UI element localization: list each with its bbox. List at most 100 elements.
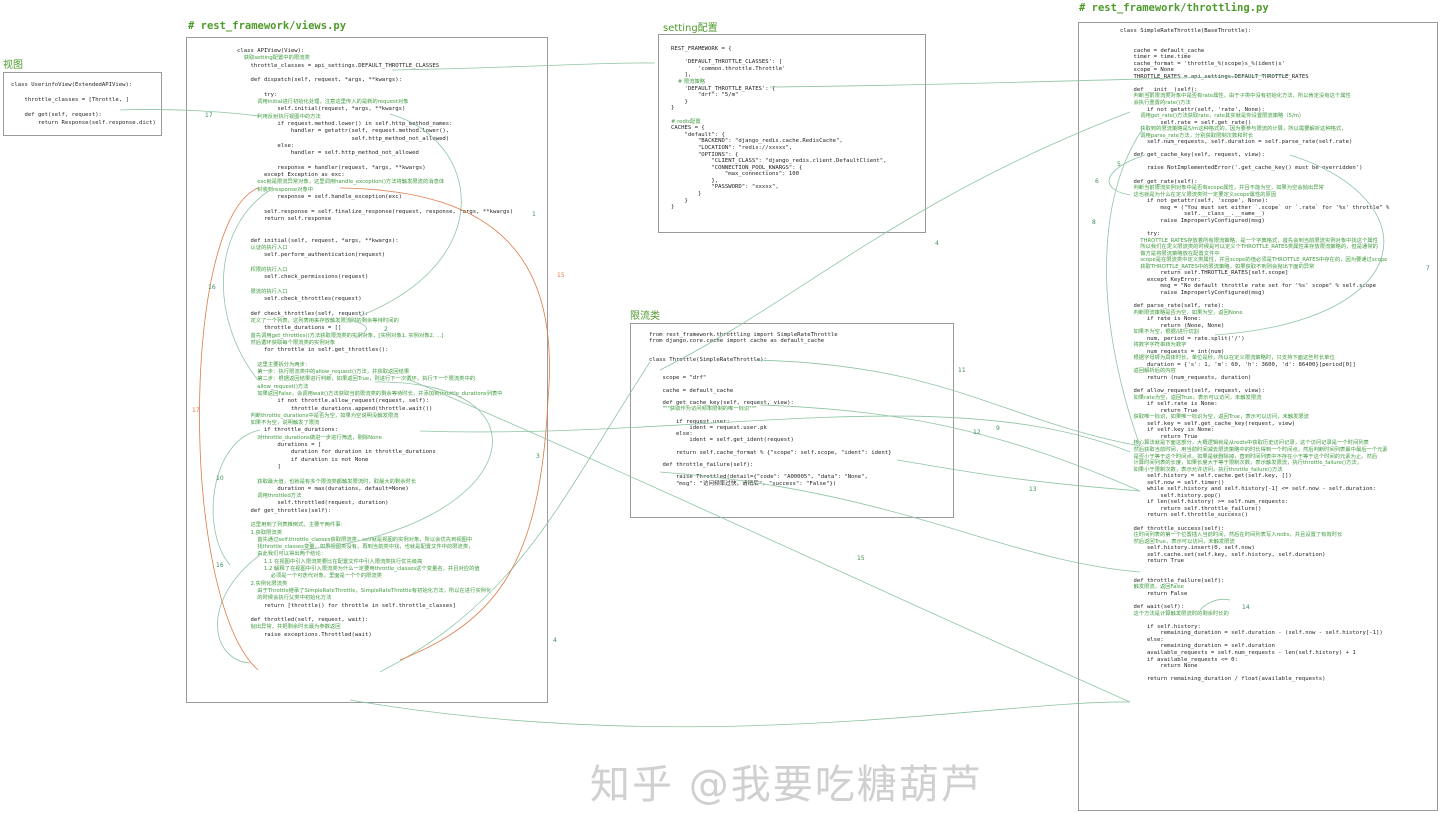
code-line: ] bbox=[237, 463, 281, 470]
comment-line: 做方是将限流策略放在配置文件中 bbox=[1120, 250, 1220, 257]
code-line: scope = "drf" bbox=[649, 375, 707, 382]
code-line: scope = None bbox=[1120, 67, 1174, 74]
code-line: return True bbox=[1120, 433, 1198, 440]
code-line: self.rate = self.get_rate() bbox=[1120, 119, 1252, 126]
code-line: self.check_throttles(request) bbox=[237, 296, 362, 303]
code-line: if duration is not None bbox=[237, 456, 369, 463]
code-line: } bbox=[671, 197, 688, 204]
code-line: REST_FRAMEWORK = { bbox=[671, 46, 732, 52]
code-line: self.http_method_not_allowed) bbox=[237, 135, 450, 142]
arrow-label: 14 bbox=[1242, 604, 1250, 611]
code-line: } bbox=[671, 105, 675, 112]
code-line: if len(self.history) >= self.num_request… bbox=[1120, 499, 1289, 506]
code-line: handler = getattr(self, request.method.l… bbox=[237, 128, 450, 135]
code-line: else: bbox=[1120, 636, 1164, 643]
code-line: if rate is None: bbox=[1120, 316, 1201, 323]
comment-line: 抛出异常，并把剩余时长最为参数返回 bbox=[237, 624, 341, 631]
code-line: self.num_requests, self.duration = self.… bbox=[1120, 139, 1353, 146]
code-line: "CLIENT_CLASS": "django_redis.client.Def… bbox=[671, 158, 887, 165]
code-line bbox=[237, 157, 513, 164]
code-line: num_requests = int(num) bbox=[1120, 348, 1225, 355]
comment-line: 1.1 在视图中引入限流类要比在配置文件中引入限流类执行优先级高 bbox=[237, 558, 423, 565]
arrow-label: 16 bbox=[216, 562, 224, 569]
comment-line: 1.获取限流类 bbox=[237, 529, 283, 536]
view-code: class UserinfoView(ExtendedAPIView): thr… bbox=[11, 82, 156, 128]
code-line bbox=[237, 223, 513, 230]
code-line: if throttle_durations: bbox=[237, 427, 339, 434]
comment-line: allow_request()方法 bbox=[237, 383, 309, 390]
comment-line: 获取setting配置中的限流类 bbox=[237, 55, 310, 62]
comment-line: 的时候会执行父类中初始化方法 bbox=[237, 595, 332, 602]
code-line bbox=[237, 354, 513, 361]
code-line: return Response(self.response.dict) bbox=[11, 119, 156, 126]
code-line: response = self.handle_exception(exc) bbox=[237, 193, 403, 200]
code-line: self.history = self.cache.get(self.key, … bbox=[1120, 473, 1292, 480]
arrow-label: 17 bbox=[192, 407, 200, 414]
code-line: cache = default_cache bbox=[1120, 47, 1205, 54]
code-line: } bbox=[671, 204, 675, 211]
code-line: def throttle_failure(self): bbox=[1120, 577, 1225, 584]
views-py-title: # rest_framework/views.py bbox=[188, 20, 347, 32]
throttling-panel: class SimpleRateThrottle(BaseThrottle): … bbox=[1078, 22, 1438, 811]
code-line: } bbox=[671, 98, 688, 105]
code-line: def dispatch(self, request, *args, **kwa… bbox=[237, 77, 403, 84]
throttling-code: class SimpleRateThrottle(BaseThrottle): … bbox=[1120, 28, 1389, 683]
comment-line: 调用parse_rate方法，分别获取限制次数和时长 bbox=[1120, 132, 1254, 139]
code-line: 'DEFAULT_THROTTLE_RATES': { bbox=[671, 85, 776, 92]
setting-code: REST_FRAMEWORK = { 'DEFAULT_THROTTLE_CLA… bbox=[671, 46, 887, 211]
code-line: available_requests = self.num_requests -… bbox=[1120, 649, 1356, 656]
code-line: raise NotImplementedError('.get_cache_ke… bbox=[1120, 165, 1363, 172]
comment-line: 获取最大值，也就是有多个限流类都触发限流时，取最大的剩余时长 bbox=[237, 478, 417, 485]
code-line: "default": { bbox=[671, 131, 725, 138]
comment-line: 返回解析后的内容 bbox=[1120, 368, 1176, 375]
code-line: 'common.throttle.Throttle' bbox=[671, 65, 786, 72]
comment-line: 调用throttled方法 bbox=[237, 493, 302, 500]
arrow-label: 4 bbox=[553, 637, 557, 644]
code-line bbox=[237, 471, 513, 478]
code-line bbox=[671, 53, 887, 60]
code-line bbox=[237, 610, 513, 617]
comment-line: 然后返回True，表示可以访问，未触发限流 bbox=[1120, 538, 1235, 545]
comment-line: scope是在限流类中定义类属性，并且scope的值必须是THROTTLE_RA… bbox=[1120, 257, 1388, 264]
code-line: throttle_durations.append(throttle.wait(… bbox=[237, 405, 433, 412]
code-line: self.check_permissions(request) bbox=[237, 274, 369, 281]
comment-line: 权限的执行入口 bbox=[237, 266, 288, 273]
arrow-label: 3 bbox=[536, 453, 540, 460]
comment-line: 对throttle_durations做进一步进行筛选，剔除None bbox=[237, 434, 382, 441]
code-line: "drf": "5/m" bbox=[671, 92, 739, 99]
comment-line: 所以我们在定义限流类的时候是可以定义个THROTTLE_RATES类属性来存放限… bbox=[1120, 244, 1378, 251]
code-line bbox=[237, 201, 513, 208]
arrow-label: 15 bbox=[857, 555, 865, 562]
code-line: return [throttle() for throttle in self.… bbox=[237, 602, 456, 609]
comment-line: 判断限流策略是否为空，如果为空，返回None bbox=[1120, 309, 1243, 316]
arrow-label: 6 bbox=[1095, 178, 1099, 185]
code-line: return self.throttle_failure() bbox=[1120, 505, 1262, 512]
code-line: except Exception as exc: bbox=[237, 172, 345, 179]
code-line: handler = self.http_method_not_allowed bbox=[237, 150, 419, 157]
code-line bbox=[237, 230, 513, 237]
code-line: "CONNECTION_POOL_KWARGS": { bbox=[671, 164, 803, 171]
code-line: self.key = self.get_cache_key(request, v… bbox=[1120, 420, 1296, 427]
code-line: num, period = rate.split('/') bbox=[1120, 335, 1245, 342]
comment-line: 如果小于限制次数，表示允许访问，执行throttle_failure()方法 bbox=[1120, 466, 1283, 473]
code-line: while self.history and self.history[-1] … bbox=[1120, 486, 1376, 493]
comment-line: 利用反射执行视图中的方法 bbox=[237, 113, 321, 120]
code-line: try: bbox=[237, 91, 278, 98]
views-panel: class APIView(View): 获取setting配置中的限流类 th… bbox=[186, 37, 548, 703]
code-line bbox=[237, 70, 513, 77]
comment-line: 调用initial进行初始化处理，注意这里传入的是新的request对象 bbox=[237, 99, 409, 106]
code-line: return (num_requests, duration) bbox=[1120, 374, 1252, 381]
code-line bbox=[11, 90, 156, 98]
code-line: CACHES = { bbox=[671, 125, 705, 132]
code-line: 'DEFAULT_THROTTLE_CLASSES': [ bbox=[671, 59, 783, 66]
code-line: class APIView(View): bbox=[237, 48, 305, 54]
code-line: return remaining_duration / float(availa… bbox=[1120, 676, 1326, 683]
code-line: response = handler(request, *args, **kwa… bbox=[237, 164, 426, 171]
code-line: return self.throttle_success() bbox=[1120, 512, 1248, 519]
comment-line: 首先调用get_throttles()方法获取限流类的实例对象，[实例对象1, … bbox=[237, 332, 444, 339]
comment-line: 核心算法就是下面这部分，大概逻辑就是从redis中获取历史访问记录，这个访问记录… bbox=[1120, 440, 1369, 447]
setting-title: setting配置 bbox=[663, 23, 718, 34]
code-line: "msg": "访问频率过快，请稍后", "success": "False"}… bbox=[649, 480, 837, 487]
arrow-label: 9 bbox=[996, 425, 1000, 432]
code-line: self.throttled(request, duration) bbox=[237, 500, 389, 507]
